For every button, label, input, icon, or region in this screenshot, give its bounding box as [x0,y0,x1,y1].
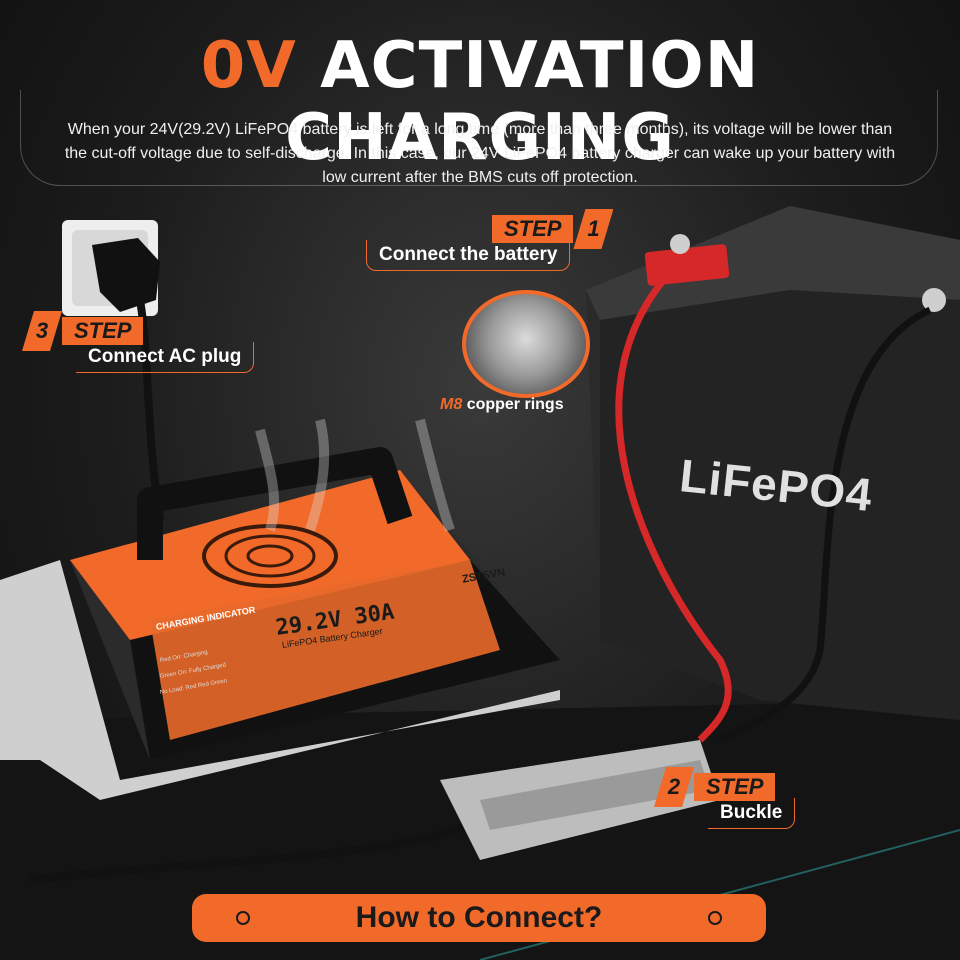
step-3-word: STEP [62,317,144,345]
copper-ring-size: M8 [440,396,463,413]
step-1-tag: STEP 1 [492,209,614,249]
step-3-tag: 3 STEP [22,311,144,351]
step-1-label: Connect the battery [366,240,571,271]
red-cable [615,259,732,743]
charger-handle [137,447,413,560]
step-2-label: Buckle [708,798,796,829]
charger-fan [202,524,338,588]
ac-plug [92,238,160,312]
header-description: When your 24V(29.2V) LiFePO4 battery is … [64,121,896,186]
copper-ring-label: M8 copper rings [440,396,564,414]
step-1-number: 1 [573,209,614,249]
copper-ring-callout [462,290,590,398]
step-1-word: STEP [492,215,574,243]
copper-ring-text: copper rings [466,396,564,413]
page-title: 0V ACTIVATION CHARGING [0,30,960,174]
step-2-number: 2 [654,767,694,807]
how-to-connect-label: How to Connect? [355,901,603,934]
step-3-label: Connect AC plug [76,342,255,373]
black-cable [718,306,932,744]
right-dot-icon [708,911,722,925]
left-dot-icon [236,911,250,925]
step-3-number: 3 [22,311,62,351]
title-main: ACTIVATION CHARGING [285,29,760,175]
negative-terminal [922,288,946,312]
step-2-word: STEP [694,773,776,801]
how-to-connect-button[interactable]: How to Connect? [192,894,766,942]
charger-mount-plate [0,560,560,800]
header-frame [20,90,938,186]
step-2-tag: 2 STEP [654,767,776,807]
title-accent: 0V [200,29,297,103]
